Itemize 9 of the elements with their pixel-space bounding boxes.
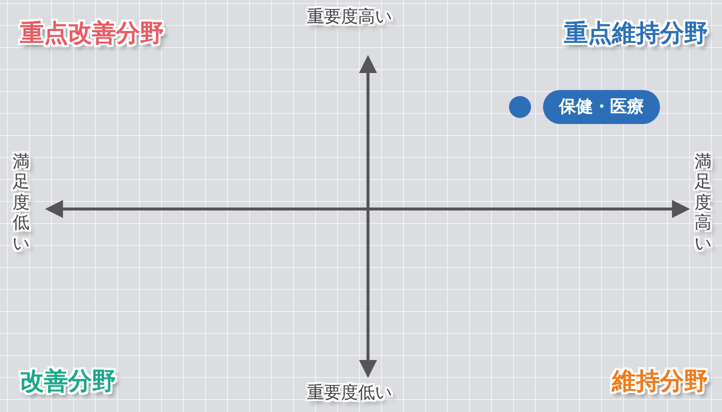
category-pill: 保健・医療	[543, 90, 660, 124]
quadrant-title: 重点改善分野	[20, 20, 164, 46]
axis-label: 満足度高い	[694, 152, 712, 254]
quadrant-title: 維持分野	[612, 368, 708, 394]
axis-label: 重要度高い	[307, 8, 392, 27]
axis-label: 満足度低い	[12, 152, 30, 254]
quadrant-title: 改善分野	[20, 368, 116, 394]
axis-label: 重要度低い	[307, 384, 392, 403]
quadrant-title: 重点維持分野	[564, 20, 708, 46]
